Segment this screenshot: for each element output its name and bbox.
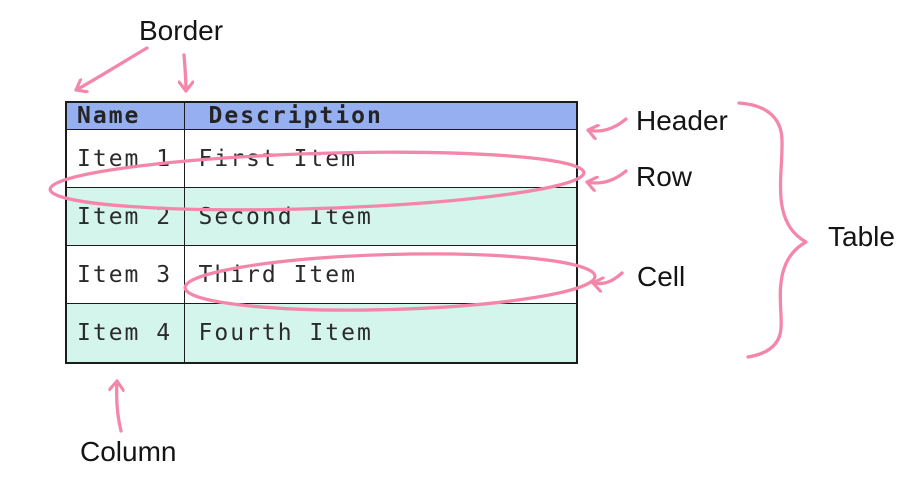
table-header-row: Name Description	[65, 101, 578, 130]
header-cell-name: Name	[65, 101, 185, 130]
cell-row1-description: First Item	[183, 128, 578, 189]
table-label: Table	[828, 221, 895, 252]
cell-arrow	[591, 271, 624, 284]
cell-row3-description: Third Item	[183, 245, 578, 305]
column-arrow	[117, 379, 121, 433]
cell-row2-description: Second Item	[183, 187, 578, 247]
table-brace	[737, 101, 808, 359]
header-cell-description: Description	[183, 101, 578, 130]
border-arrow-to-corner	[74, 46, 149, 90]
table-row: Item 4 Fourth Item	[65, 303, 578, 364]
cell-row4-description: Fourth Item	[183, 303, 578, 364]
header-arrow	[586, 117, 628, 131]
sample-table: Name Description Item 1 First Item Item …	[65, 101, 578, 364]
cell-row1-name: Item 1	[65, 128, 185, 189]
table-row: Item 3 Third Item	[65, 245, 578, 305]
cell-row4-name: Item 4	[65, 303, 185, 364]
cell-label: Cell	[637, 261, 686, 292]
cell-row3-name: Item 3	[65, 245, 185, 305]
table-row: Item 2 Second Item	[65, 187, 578, 247]
cell-row2-name: Item 2	[65, 187, 185, 247]
border-arrow-to-divider	[184, 53, 186, 93]
table-row: Item 1 First Item	[65, 128, 578, 189]
row-label: Row	[636, 161, 693, 192]
column-label: Column	[80, 436, 177, 467]
header-label: Header	[636, 105, 728, 136]
row-arrow	[585, 169, 628, 183]
border-label: Border	[139, 15, 224, 46]
